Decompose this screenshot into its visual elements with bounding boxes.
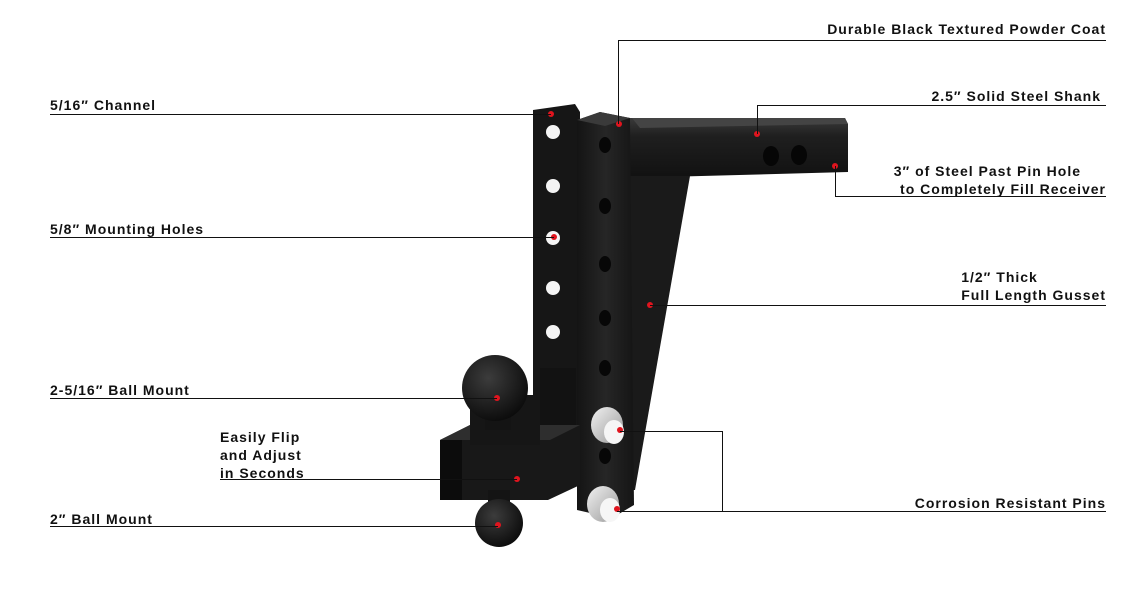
marker-flip [514,476,520,482]
shank-pin-hole [763,146,779,166]
callout-ball-2516: 2-5/16″ Ball Mount [50,382,190,398]
callout-powder-coat: Durable Black Textured Powder Coat [827,21,1106,37]
callout-steel-past-line1: 3″ of Steel Past Pin Hole [893,163,1081,179]
callout-flip-line2: and Adjust [220,447,302,463]
callout-ball-2: 2″ Ball Mount [50,511,153,527]
leader-pin-bracket [722,431,723,511]
bar-hole [599,448,611,464]
pin-lower [587,486,620,522]
callout-steel-past-line2: to Completely Fill Receiver [900,181,1106,197]
leader-powder-coat [618,40,1106,41]
vertical-bar [577,112,634,518]
callout-flip-line1: Easily Flip [220,429,301,445]
callout-channel: 5/16″ Channel [50,97,157,113]
marker-powder-coat [616,121,622,127]
leader-gusset [650,305,1106,306]
leader-steel-past-drop [835,166,836,196]
marker-pin-upper [617,427,623,433]
leader-ball-2 [50,526,498,527]
bar-hole [599,256,611,272]
channel-hole [546,125,560,139]
callout-gusset-line2: Full Length Gusset [961,287,1106,303]
shank-pin-hole [791,145,807,165]
marker-ball-2 [495,522,501,528]
leader-pin-lower [617,511,1106,512]
leader-ball-2516 [50,398,497,399]
marker-shank [754,131,760,137]
marker-mounting-holes [551,234,557,240]
callout-flip: Easily Flip and Adjust in Seconds [220,428,305,482]
marker-channel [548,111,554,117]
gusset [628,176,690,490]
leader-flip [220,479,517,480]
ball-2516 [462,355,528,430]
bar-hole [599,310,611,326]
bar-hole [599,198,611,214]
channel-hole [546,179,560,193]
marker-ball-2516 [494,395,500,401]
callout-shank: 2.5″ Solid Steel Shank [931,88,1101,104]
pin-upper [591,407,624,444]
callout-gusset: 1/2″ Thick Full Length Gusset [961,268,1106,304]
callout-gusset-line1: 1/2″ Thick [961,269,1038,285]
bar-hole [599,360,611,376]
leader-shank-drop [757,105,758,134]
channel-hole [546,281,560,295]
leader-shank [757,105,1106,106]
leader-powder-coat-drop [618,40,619,124]
bar-hole [599,137,611,153]
leader-mounting-holes [50,237,554,238]
callout-flip-line3: in Seconds [220,465,305,481]
leader-pin-upper [620,431,722,432]
callout-pins: Corrosion Resistant Pins [914,495,1106,511]
shank [600,118,848,178]
callout-mounting-holes: 5/8″ Mounting Holes [50,221,205,237]
leader-steel-past [835,196,1106,197]
callout-steel-past: 3″ of Steel Past Pin Hole to Completely … [894,162,1106,198]
leader-channel [50,114,551,115]
channel-hole [546,325,560,339]
marker-pin-lower [614,506,620,512]
